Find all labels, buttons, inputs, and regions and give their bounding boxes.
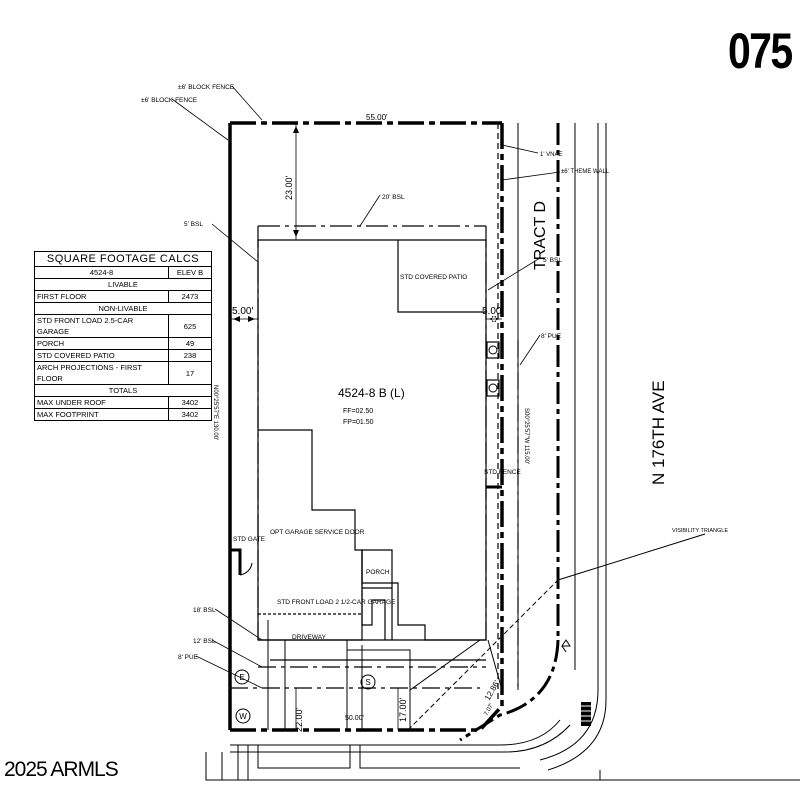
transformer-icon xyxy=(561,639,571,653)
table-cell-label: ARCH PROJECTIONS - FIRST FLOOR xyxy=(34,361,169,385)
table-row: FIRST FLOOR 2473 xyxy=(34,290,212,303)
pue-front-label: 8' PUE xyxy=(178,654,199,661)
table-cell-label: STD FRONT LOAD 2.5-CAR GARAGE xyxy=(34,314,169,338)
table-cell-label: FIRST FLOOR xyxy=(34,290,169,303)
table-cell-value: 17 xyxy=(168,361,212,385)
porch-steps xyxy=(361,588,393,640)
theme-wall-label: ±6' THEME WALL xyxy=(561,169,610,175)
house-plan-label: 4524-8 B (L) xyxy=(338,386,405,400)
porch-label: PORCH xyxy=(366,569,390,576)
hatch-box xyxy=(581,702,591,726)
fp-label: FP=01.50 xyxy=(343,419,374,426)
dimension-arrows xyxy=(233,126,499,322)
electric-meter-icon xyxy=(234,669,250,685)
house-footprint xyxy=(257,239,487,661)
visibility-triangle xyxy=(407,533,706,731)
block-fence-label-1: ±6' BLOCK FENCE xyxy=(178,84,235,91)
rear-bsl-label: 20' BSL xyxy=(382,194,405,201)
square-footage-table: SQUARE FOOTAGE CALCS 4524-8 ELEV B LIVAB… xyxy=(34,251,212,421)
utility-markers xyxy=(234,639,571,724)
right-bearing-dim: S00°25'57"W 115.00' xyxy=(523,408,529,464)
table-cell-value: 2473 xyxy=(168,290,212,303)
water-meter-icon xyxy=(235,708,251,724)
table-title: SQUARE FOOTAGE CALCS xyxy=(34,251,212,267)
block-fence-label-2: ±6' BLOCK FENCE xyxy=(141,97,198,104)
std-fence-label: STD FENCE xyxy=(484,469,522,476)
visibility-triangle-label: VISIBILITY TRIANGLE xyxy=(672,528,728,534)
sewer-icon xyxy=(360,674,376,690)
street-label: N 176TH AVE xyxy=(649,380,668,485)
top-width-dim: 55.00' xyxy=(366,113,388,122)
std-fence xyxy=(230,485,502,575)
garage-door-label: OPT GARAGE SERVICE DOOR xyxy=(270,529,365,536)
street-edges xyxy=(205,123,800,781)
electric-label: E xyxy=(239,673,244,682)
ff-label: FF=02.50 xyxy=(343,408,373,415)
side-bsl-left-label: 5' BSL xyxy=(184,221,203,228)
ac-units xyxy=(486,341,500,397)
front-bsl-12-label: 12' BSL xyxy=(193,638,216,645)
table-cell-label: MAX UNDER ROOF xyxy=(34,396,169,409)
driveway-label: DRIVEWAY xyxy=(292,634,327,641)
left-bearing-dim: N00°25'57"E 130.00' xyxy=(212,385,218,440)
table-cell-value: 3402 xyxy=(168,408,212,421)
gate-swing xyxy=(239,562,253,576)
vnae-label: 1' VNAE xyxy=(540,152,563,158)
table-col-elev: ELEV B xyxy=(168,266,212,279)
table-cell-value: 49 xyxy=(168,337,212,350)
pue-side-label: 8' PUE xyxy=(541,333,562,340)
copyright-watermark: 2025 ARMLS xyxy=(4,758,119,781)
front-bsl-label: 18' BSL xyxy=(193,607,216,614)
table-cell-value: 238 xyxy=(168,349,212,362)
bottom-width-dim: 50.00' xyxy=(345,715,364,722)
table-cell-label: MAX FOOTPRINT xyxy=(34,408,169,421)
driveway-depth-dim: 22.00' xyxy=(294,707,304,732)
rear-setback-dim: 23.00' xyxy=(284,175,294,200)
table-cell-label: PORCH xyxy=(34,337,169,350)
lot-line-bottom xyxy=(230,704,504,732)
water-label: W xyxy=(239,712,247,721)
sewer-label: S xyxy=(365,678,370,687)
side-bsl-right-label: 5' BSL xyxy=(543,257,562,264)
table-row: PORCH 49 xyxy=(34,337,212,350)
table-row: STD FRONT LOAD 2.5-CAR GARAGE 625 xyxy=(34,314,212,338)
chord-small-dim: 7.07' xyxy=(484,703,496,717)
table-col-plan: 4524-8 xyxy=(34,266,169,279)
table-row: MAX FOOTPRINT 3402 xyxy=(34,408,212,421)
table-cell-value: 3402 xyxy=(168,396,212,409)
driveway xyxy=(267,620,481,730)
right-side-dim: 5.00' xyxy=(482,306,503,317)
table-row: STD COVERED PATIO 238 xyxy=(34,349,212,362)
chord-dim: 12.86' xyxy=(483,678,502,702)
front-right-dim: 17.00' xyxy=(398,697,408,722)
std-gate-label: STD GATE xyxy=(233,536,266,543)
lot-number: 075 xyxy=(728,23,793,79)
leader-lines xyxy=(171,85,561,689)
covered-patio-outline xyxy=(397,240,486,313)
covered-patio-label: STD COVERED PATIO xyxy=(400,274,467,281)
left-side-dim: 5.00' xyxy=(232,306,253,317)
table-section-totals: TOTALS xyxy=(34,384,212,397)
table-cell-value: 625 xyxy=(168,314,212,338)
lot-boundary xyxy=(228,121,504,732)
dimension-lines xyxy=(230,123,502,730)
tract-label: TRACT D xyxy=(532,201,549,270)
table-section-livable: LIVABLE xyxy=(34,278,212,291)
table-row: ARCH PROJECTIONS - FIRST FLOOR 17 xyxy=(34,361,212,385)
table-cell-label: STD COVERED PATIO xyxy=(34,349,169,362)
table-section-nonlivable: NON-LIVABLE xyxy=(34,302,212,315)
table-row: MAX UNDER ROOF 3402 xyxy=(34,396,212,409)
theme-wall xyxy=(459,123,560,742)
garage-label: STD FRONT LOAD 2 1/2-CAR GARAGE xyxy=(277,599,396,606)
